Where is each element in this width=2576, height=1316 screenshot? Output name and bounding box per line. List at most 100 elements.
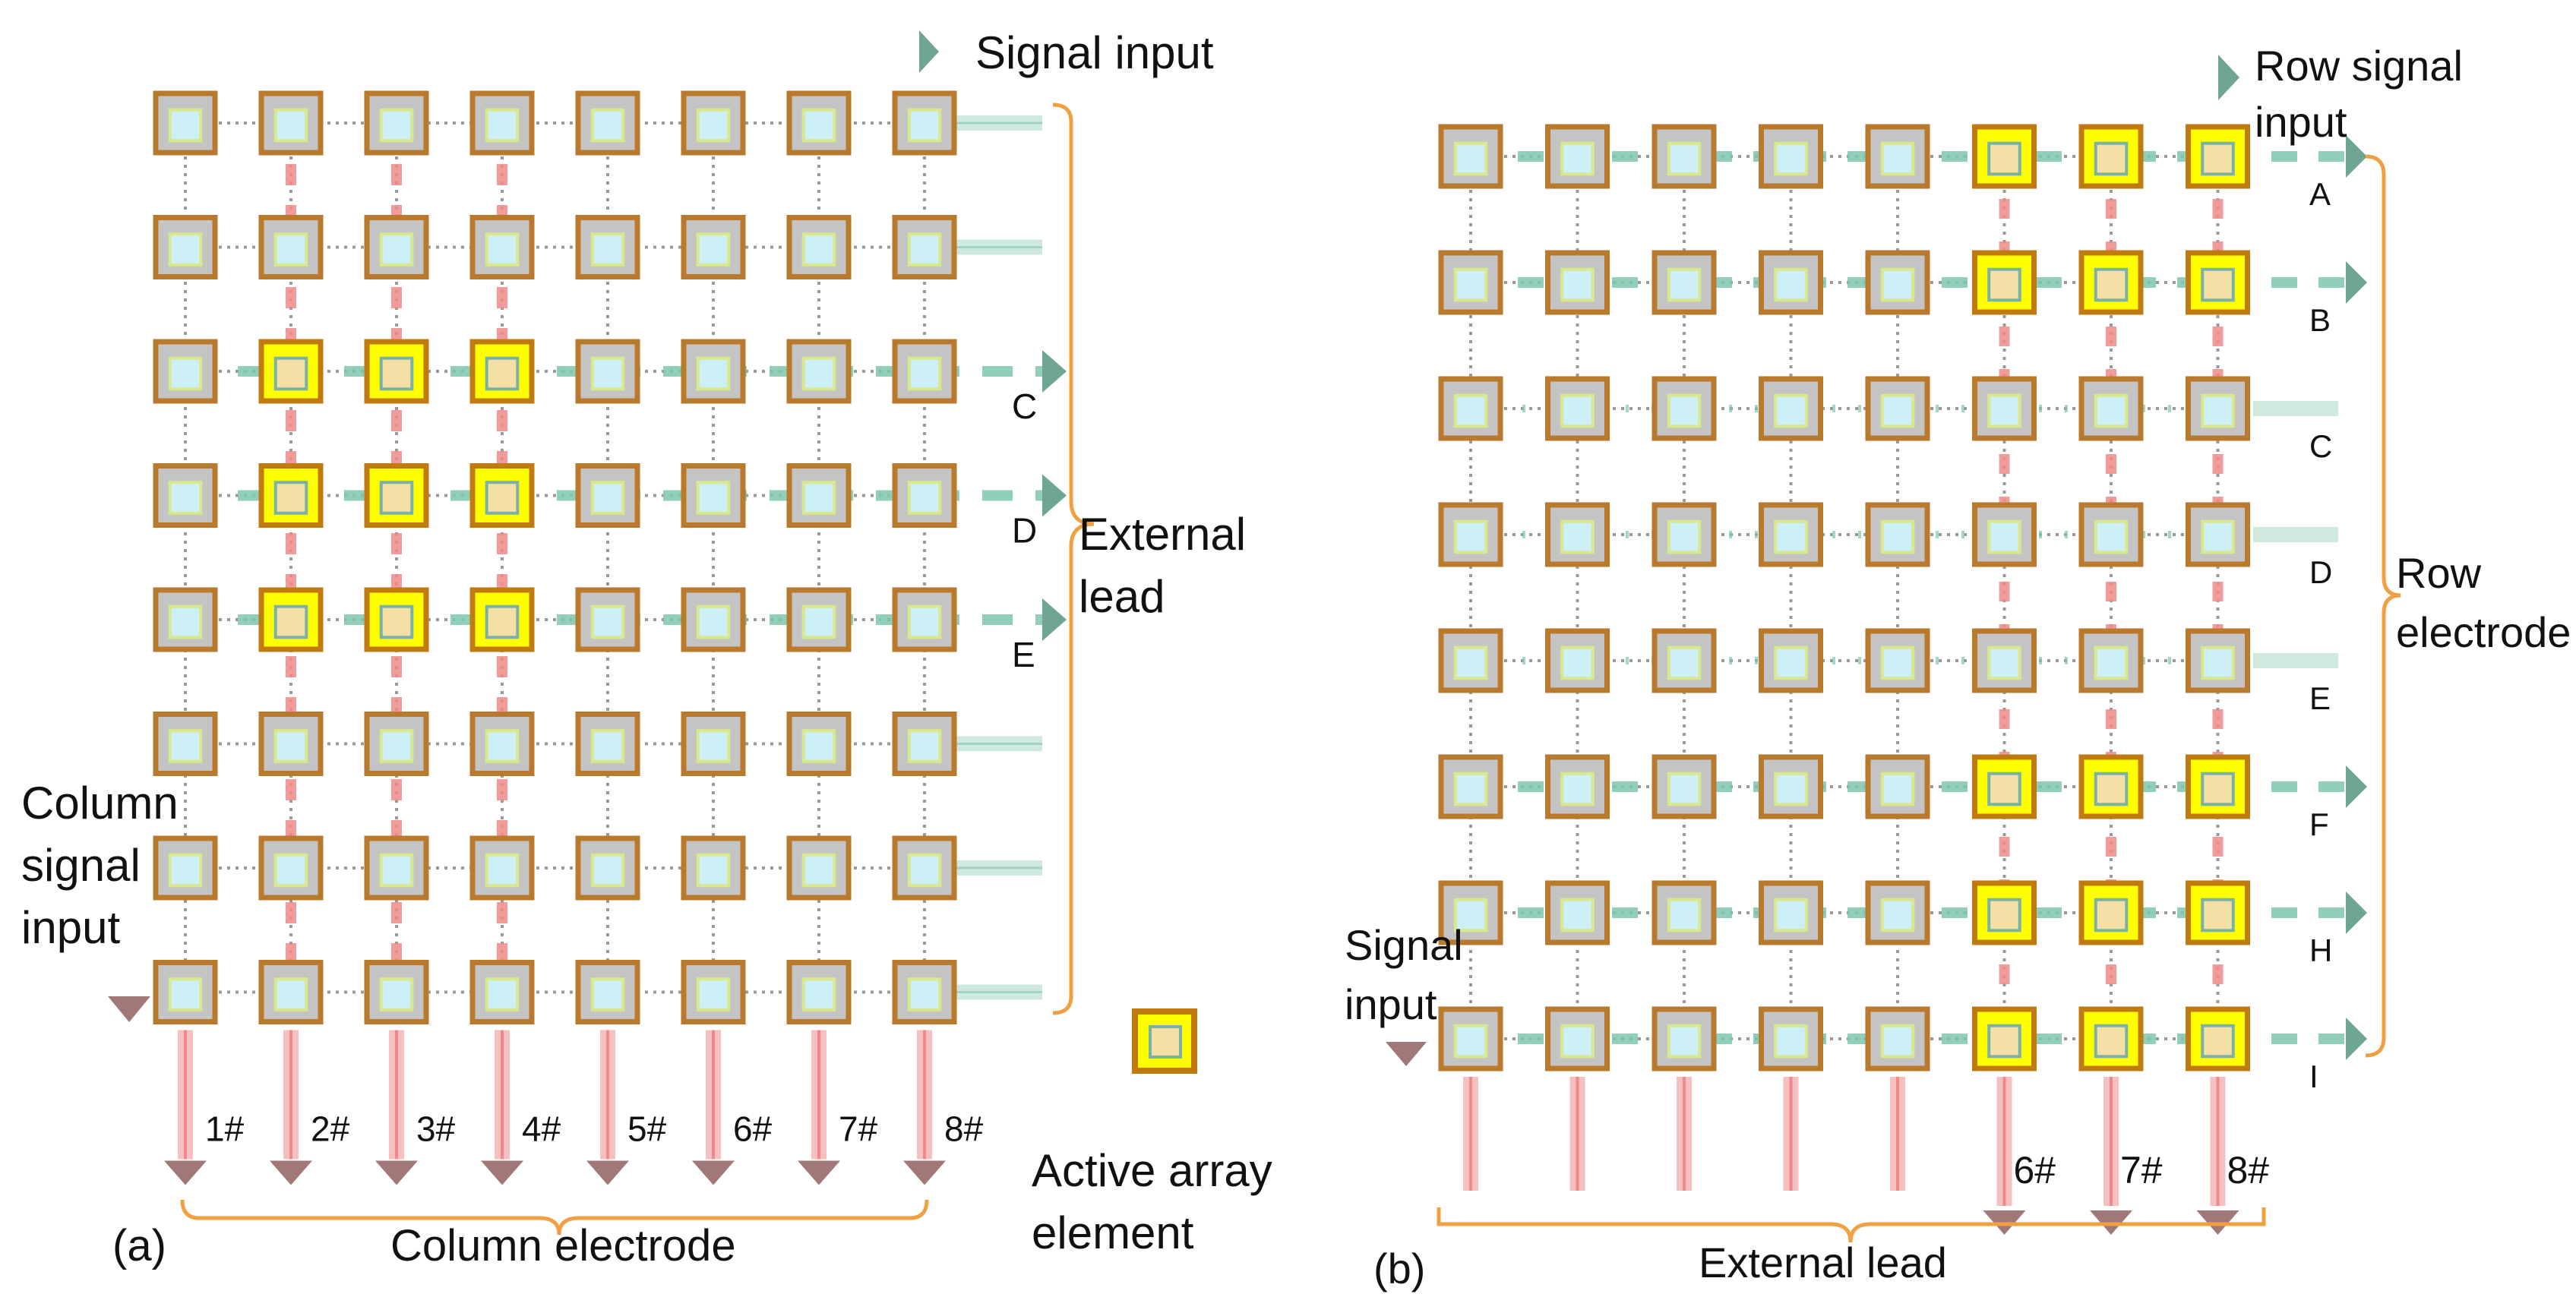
array-cell: [892, 339, 957, 404]
array-cell-inner: [2201, 393, 2235, 428]
array-cell: [1545, 376, 1610, 441]
array-cell-inner: [1453, 645, 1488, 680]
array-cell-inner: [2094, 267, 2129, 302]
active-element-label-line2: element: [1032, 1207, 1194, 1258]
array-cell: [258, 215, 324, 279]
array-cell-body: [1759, 628, 1823, 693]
array-cell: [575, 835, 640, 901]
row-lead-stub: [2253, 527, 2338, 542]
array-cell: [258, 339, 324, 404]
array-cell-inner: [2094, 898, 2129, 933]
array-cell: [1759, 502, 1823, 567]
array-cell-inner: [485, 356, 520, 391]
external-lead-b-label: External lead: [1699, 1239, 1947, 1286]
array-cell: [1438, 124, 1503, 189]
array-cell: [2186, 1006, 2250, 1071]
array-cell: [469, 960, 535, 1024]
array-cell: [1545, 502, 1610, 567]
array-cell-inner: [273, 729, 308, 763]
array-cell: [1651, 880, 1717, 945]
array-cell-inner: [1880, 393, 1915, 428]
array-cell-inner: [1880, 519, 1915, 554]
array-cell-inner: [1880, 141, 1915, 176]
row-lead-stub: [2253, 653, 2338, 668]
column-label: 8#: [944, 1109, 984, 1149]
array-cell-inner: [1453, 1024, 1488, 1059]
array-cell-body: [1759, 376, 1823, 441]
array-cell-inner: [379, 604, 414, 639]
array-cell: [1651, 502, 1717, 567]
row-output-marker: [1042, 350, 1067, 393]
array-cell-inner: [273, 356, 308, 391]
array-cell: [153, 90, 218, 156]
array-cell: [786, 90, 852, 156]
array-cell-inner: [168, 481, 203, 515]
array-cell: [2186, 250, 2250, 315]
array-cell-inner: [1987, 645, 2021, 680]
array-cell: [575, 215, 640, 279]
row-output-marker: [2346, 765, 2367, 808]
array-cell: [1651, 124, 1717, 189]
row-label: D: [2309, 554, 2332, 590]
array-cell-inner: [696, 977, 731, 1011]
array-cell: [681, 90, 746, 156]
array-cell-inner: [379, 977, 414, 1011]
array-cell-inner: [2201, 141, 2235, 176]
array-cell: [1545, 250, 1610, 315]
array-cell-inner: [1560, 898, 1595, 933]
array-cell: [153, 587, 218, 652]
array-cell-inner: [168, 604, 203, 639]
array-cell: [1438, 880, 1503, 945]
signal-input-b-marker: [1386, 1042, 1427, 1066]
column-label: 7#: [839, 1109, 878, 1149]
array-cell: [575, 90, 640, 156]
panel-a-cells: [153, 90, 957, 1024]
array-cell: [2078, 880, 2144, 945]
array-cell: [469, 90, 535, 156]
array-cell: [681, 835, 746, 901]
array-cell: [1759, 124, 1823, 189]
array-cell: [1972, 1006, 2037, 1071]
array-cell-inner: [2201, 519, 2235, 554]
column-label: 6#: [733, 1109, 773, 1149]
array-cell-inner: [907, 729, 942, 763]
array-cell-inner: [485, 481, 520, 515]
column-electrode-label: Column electrode: [390, 1221, 736, 1270]
array-cell-inner: [1560, 645, 1595, 680]
row-label: B: [2309, 302, 2331, 338]
array-cell: [258, 90, 324, 156]
array-cell: [364, 463, 429, 528]
array-cell: [469, 587, 535, 652]
array-cell-inner: [1667, 141, 1702, 176]
array-cell-inner: [2094, 772, 2129, 806]
array-cell: [1438, 250, 1503, 315]
array-cell: [681, 960, 746, 1024]
column-label: 7#: [2120, 1149, 2163, 1191]
array-cell-inner: [2094, 1024, 2129, 1059]
array-cell-inner: [1667, 267, 1702, 302]
array-cell: [1759, 1006, 1823, 1071]
array-cell-body: [1972, 376, 2037, 441]
array-cell-body: [258, 587, 324, 652]
column-signal-input-marker: [108, 996, 150, 1022]
array-cell: [2078, 754, 2144, 819]
array-cell-inner: [1453, 267, 1488, 302]
array-cell-inner: [2201, 898, 2235, 933]
row-label: I: [2309, 1059, 2318, 1094]
array-cell: [2078, 628, 2144, 693]
array-cell-inner: [273, 604, 308, 639]
row-electrode-label-line2: electrode: [2396, 608, 2571, 656]
array-cell: [892, 215, 957, 279]
column-output-marker: [481, 1160, 523, 1185]
row-output-marker: [1042, 474, 1067, 517]
column-output-marker: [164, 1160, 207, 1185]
array-cell-inner: [907, 481, 942, 515]
array-cell-inner: [2201, 772, 2235, 806]
array-cell: [153, 339, 218, 404]
row-label: C: [1012, 387, 1037, 426]
array-cell-inner: [801, 108, 836, 143]
array-cell-inner: [907, 356, 942, 391]
array-cell-body: [2078, 502, 2144, 567]
array-cell-inner: [2201, 1024, 2235, 1059]
